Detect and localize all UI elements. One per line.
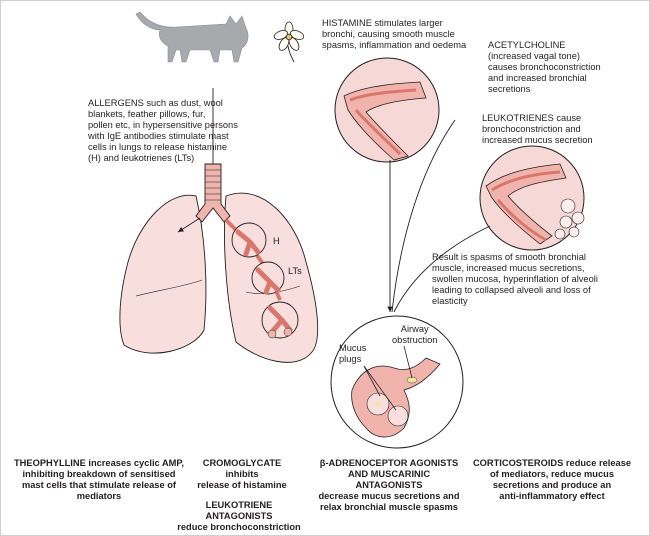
cromoglycate-text: CROMOGLYCATE inhibits release of histami… [197, 458, 287, 490]
allergens-text: ALLERGENS such as dust, wool blankets, f… [88, 98, 238, 163]
mucus-plugs-label: Mucus plugs [339, 343, 367, 364]
airway-obstruction-label: Airway obstruction [392, 324, 438, 345]
leukotrienes-text: LEUKOTRIENES cause bronchoconstriction a… [482, 113, 593, 145]
leukotriene-bronchi-magnified [479, 145, 585, 251]
histamine-text: HISTAMINE stimulates larger bronchi, cau… [322, 18, 467, 50]
histamine-bronchi-magnified [334, 57, 440, 163]
result-airway-magnified [330, 315, 464, 449]
theophylline-text: THEOPHYLLINE increases cyclic AMP, inhib… [14, 458, 184, 501]
acetylcholine-text: ACETYLCHOLINE (increased vagal tone) cau… [488, 40, 601, 94]
trachea [195, 163, 231, 223]
histamine-label: H [273, 236, 280, 246]
beta-agonists-text: β-ADRENOCEPTOR AGONISTS AND MUSCARINIC A… [318, 458, 460, 512]
left-lung [119, 194, 207, 354]
flower-icon [273, 21, 305, 63]
result-text: Result is spasms of smooth bronchial mus… [432, 252, 598, 306]
corticosteroids-text: CORTICOSTEROIDS reduce release of mediat… [472, 458, 632, 501]
leukotrienes-label: LTs [288, 266, 302, 276]
leukotriene-antagonists-text: LEUKOTRIENE ANTAGONISTS reduce bronchoco… [177, 500, 301, 532]
cat-icon [135, 11, 249, 63]
